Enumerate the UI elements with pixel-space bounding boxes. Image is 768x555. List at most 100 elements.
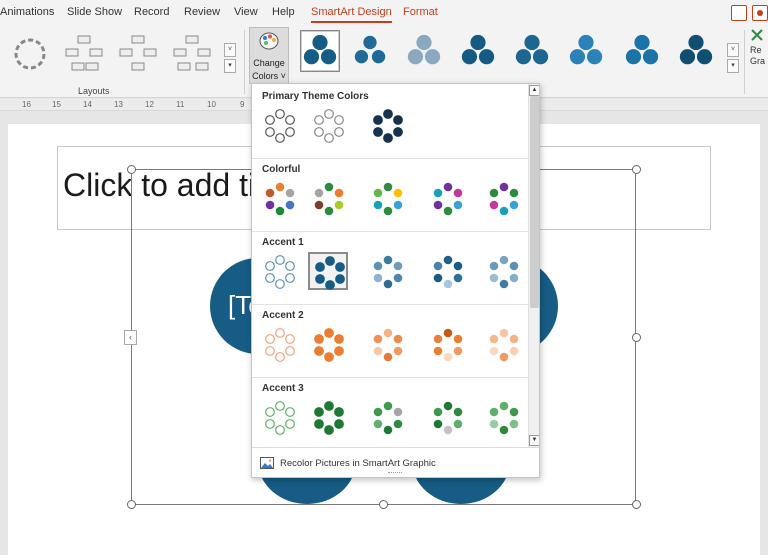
color-option[interactable] [367,106,407,144]
smartart-style-subtle-effect[interactable] [404,30,444,72]
color-option[interactable] [308,252,348,290]
layout-segmented-cycle-thumbnail[interactable] [116,32,160,76]
scrollbar-thumb[interactable] [530,96,539,308]
color-option[interactable] [259,398,299,436]
color-option[interactable] [308,325,348,363]
color-option[interactable] [483,179,523,217]
record-icon[interactable] [752,5,768,21]
color-option[interactable] [259,179,299,217]
color-swatch-ring-icon [373,109,403,143]
color-swatch-ring-icon [314,182,344,216]
color-swatch-ring-icon [265,109,295,143]
smartart-style-intense-effect[interactable] [512,30,552,72]
swatch-dot [453,273,463,283]
color-swatch-ring-icon [433,182,463,216]
swatch-dot [499,255,509,265]
swatch-dot [265,334,275,344]
swatch-dot [383,328,393,338]
tab-record[interactable]: Record [134,6,170,18]
color-option[interactable] [308,179,348,217]
resize-handle-bottom-right[interactable] [632,500,641,509]
tab-review[interactable]: Review [184,6,221,18]
text-pane-toggle[interactable]: ‹ [124,330,137,345]
color-option[interactable] [367,398,407,436]
color-option[interactable] [259,252,299,290]
scroll-up-arrow[interactable]: ▲ [529,85,539,96]
color-option[interactable] [308,398,348,436]
swatch-dot [453,419,463,429]
swatch-dot [265,407,275,417]
color-option[interactable] [427,252,467,290]
swatch-dot [324,206,334,216]
layouts-scroll-down-button[interactable]: ˅ [224,43,236,57]
swatch-dot [499,328,509,338]
swatch-dot [453,261,463,271]
color-option[interactable] [427,179,467,217]
scroll-down-arrow[interactable]: ▼ [529,435,539,446]
resize-grip[interactable] [388,472,402,476]
smartart-style-cartoon[interactable] [676,30,716,72]
color-option[interactable] [259,106,299,144]
color-option[interactable] [367,179,407,217]
swatch-dot [433,419,443,429]
reset-graphic-button[interactable]: Re Gra [750,28,768,84]
smartart-style-white-outline[interactable] [350,30,390,72]
section-header: Accent 3 [262,383,304,394]
tab-animations[interactable]: Animations [0,6,55,18]
swatch-dot [285,419,295,429]
color-option[interactable] [367,252,407,290]
swatch-dot [285,261,295,271]
swatch-dot [275,206,285,216]
swatch-dot [453,407,463,417]
color-swatch-ring-icon [433,401,463,435]
resize-handle-bottom-left[interactable] [127,500,136,509]
color-option[interactable] [427,325,467,363]
swatch-dot [383,352,393,362]
swatch-dot [285,334,295,344]
styles-more-button[interactable]: ▾ [727,59,739,73]
change-colors-button[interactable]: Change Colors ˅ [249,27,289,84]
swatch-dot [334,115,344,125]
tab-format[interactable]: Format [403,6,438,18]
tab-slide-show[interactable]: Slide Show [67,6,123,18]
swatch-dot [489,273,499,283]
swatch-dot [499,425,509,435]
swatch-dot [383,255,393,265]
styles-scroll-down-button[interactable]: ˅ [727,43,739,57]
tab-view[interactable]: View [234,6,258,18]
swatch-dot [509,419,519,429]
color-option[interactable] [483,325,523,363]
layout-nondirectional-cycle-thumbnail[interactable] [170,32,214,76]
color-option[interactable] [483,252,523,290]
resize-handle-bottom[interactable] [379,500,388,509]
layouts-more-button[interactable]: ▾ [224,59,236,73]
ribbon-separator [244,30,245,94]
dropdown-scrollbar[interactable]: ▲ ▼ [528,84,539,447]
resize-handle-top-right[interactable] [632,165,641,174]
tab-help[interactable]: Help [272,6,295,18]
ruler-number: 10 [207,100,216,109]
swatch-dot [275,401,285,411]
color-option[interactable] [483,398,523,436]
color-option[interactable] [367,325,407,363]
swatch-dot [324,109,334,119]
resize-handle-top-left[interactable] [127,165,136,174]
ruler-number: 11 [176,100,185,109]
color-option[interactable] [427,398,467,436]
color-option[interactable] [308,106,348,144]
layout-cycle-thumbnail[interactable] [8,32,52,76]
resize-handle-right[interactable] [632,333,641,342]
smartart-style-moderate-effect[interactable] [458,30,498,72]
layout-block-cycle-thumbnail[interactable] [62,32,106,76]
recolor-pictures-item[interactable]: Recolor Pictures in SmartArt Graphic [252,447,539,477]
swatch-dot [285,127,295,137]
smartart-style-simple-fill[interactable] [300,30,340,72]
comments-icon[interactable] [731,5,747,21]
smartart-style-inset[interactable] [622,30,662,72]
swatch-dot [324,133,334,143]
color-swatch-ring-icon [373,328,403,362]
smartart-style-polished[interactable] [566,30,606,72]
ruler-number: 15 [52,100,61,109]
color-option[interactable] [259,325,299,363]
tab-smartart-design[interactable]: SmartArt Design [311,6,392,23]
